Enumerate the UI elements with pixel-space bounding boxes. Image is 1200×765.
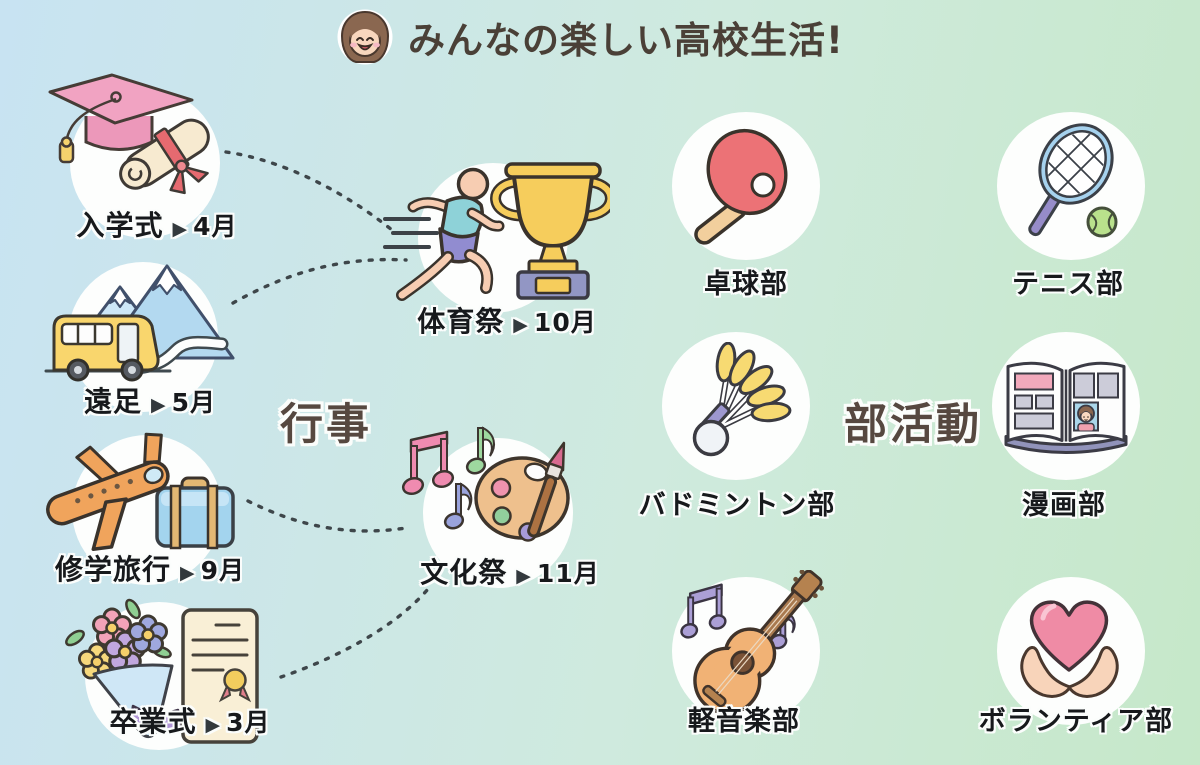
bouquet-certificate-icon [65,598,259,744]
page-title-bar: みんなの楽しい高校生活! [336,8,844,66]
acoustic-guitar-icon [680,570,824,715]
connector-trip-culture [246,499,408,533]
tennis-racket-ball-icon [1028,122,1118,238]
month-arrow-icon: ▶ [172,218,189,240]
events-group-label: 行事 [280,400,372,450]
icon-circle-background [418,163,568,313]
event-label: 体育祭▶10月 [417,305,597,338]
icon-circle-background [662,332,810,480]
club-label: バドミントン部 [638,490,836,521]
graduation-cap-diploma-icon [48,73,210,195]
club-label: 卓球部 [704,269,788,300]
page-title: みんなの楽しい高校生活! [408,19,844,62]
month-arrow-icon: ▶ [513,314,529,336]
month-arrow-icon: ▶ [205,714,222,736]
icon-circle-background [997,112,1145,260]
clubs-group-label: 部活動 [844,400,982,450]
icon-circle-background [72,435,222,585]
connector-graduation-culture [279,587,430,679]
month-arrow-icon: ▶ [150,394,167,416]
event-label: 遠足▶5月 [83,385,217,418]
icon-circle-background [68,262,218,412]
airplane-suitcase-icon [46,432,235,552]
club-label: ボランティア部 [978,706,1174,737]
girl-face-icon [337,9,393,65]
icon-circle-background [85,602,233,750]
icon-circle-background [992,332,1140,480]
icon-circle-background [672,112,820,260]
icon-circle-background [672,577,820,725]
month-arrow-icon: ▶ [516,565,532,587]
heart-in-hands-icon [1020,600,1119,698]
manga-book-icon [1004,361,1128,454]
event-label: 入学式▶4月 [76,209,238,242]
club-label: テニス部 [1012,269,1124,300]
icon-circle-background [997,577,1145,725]
connector-entrance-sports [224,150,394,232]
shuttlecock-icon [692,342,792,457]
month-arrow-icon: ▶ [179,562,196,584]
club-label: 漫画部 [1022,490,1106,521]
connector-excursion-sports [231,257,408,305]
runner-trophy-icon [383,162,610,301]
music-notes-palette-icon [401,426,570,542]
club-label: 軽音楽部 [688,706,800,737]
event-label: 卒業式▶3月 [109,705,271,738]
event-label: 修学旅行▶9月 [54,553,246,586]
icon-circle-background [70,88,220,238]
bus-mountains-icon [44,264,235,382]
event-label: 文化祭▶11月 [420,556,600,589]
icon-circle-background [423,438,573,588]
table-tennis-paddle-icon [694,128,788,245]
